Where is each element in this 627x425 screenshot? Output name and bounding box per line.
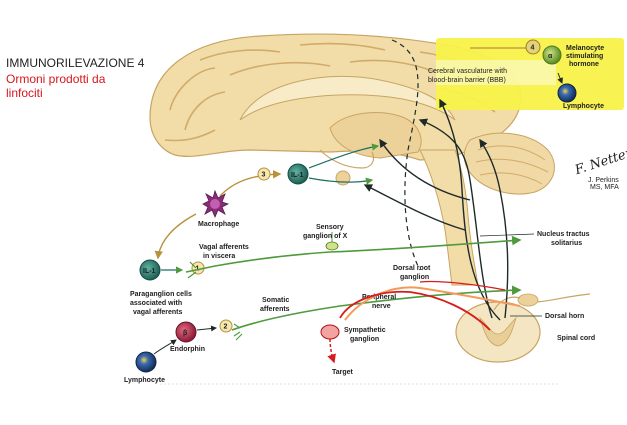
il1-to-brain-arrow-2 (308, 177, 374, 185)
somatic-endings (233, 323, 243, 341)
lymphocyte-to-endorphin-arrow (153, 339, 177, 355)
nucleus-label-1: Nucleus tractus (537, 231, 590, 238)
melanocyte-label-1: Melanocyte (566, 45, 604, 52)
highlight-lighter-band (436, 60, 556, 85)
vagal-label-1: Vagal afferents (199, 244, 249, 251)
cerebral-label-1: Cerebral vasculature with (428, 68, 507, 75)
endorphin-label: Endorphin (170, 346, 205, 353)
target-arrow (327, 338, 336, 364)
macrophage-to-il1-arrow (219, 170, 282, 197)
endorphin-arrow (196, 325, 217, 332)
somatic-label-2: afferents (260, 306, 290, 313)
macrophage-label: Macrophage (198, 221, 239, 228)
cerebrum (149, 33, 522, 161)
slide-subtitle: Ormoni prodotti da linfociti (6, 72, 106, 100)
macrophage-down-arrow (154, 213, 197, 260)
somatic-label-1: Somatic (262, 297, 289, 304)
sympathetic-ganglion-icon (320, 324, 340, 340)
paraganglion-label-3: vagal afferents (133, 309, 183, 316)
nucleus-label-2: solitarius (551, 240, 582, 247)
il1-periphery-text: IL-1 (143, 268, 156, 275)
somatic-pathway-group: β Endorphin 2 Somatic afferents Peripher… (170, 265, 595, 353)
cerebellum (463, 132, 555, 195)
sensory-ganglion (325, 241, 339, 251)
red-path (339, 290, 491, 331)
step-2-label: 2 (224, 324, 228, 331)
dorsal-root-ganglion (517, 293, 539, 307)
step-3-label: 3 (262, 172, 266, 179)
step-4-marker (525, 39, 541, 55)
brain-gyri (164, 42, 496, 142)
pituitary (335, 170, 351, 186)
corpus-callosum (239, 75, 456, 121)
grey-matter (479, 316, 517, 347)
lymphocyte-top-label: Lymphocyte (563, 103, 604, 110)
lymphocyte-bottom-group: Lymphocyte (124, 339, 177, 384)
sympathetic-label-1: Sympathetic (344, 327, 386, 334)
lymphocyte-bottom-label: Lymphocyte (124, 377, 165, 384)
dorsal-horn-label: Dorsal horn (545, 313, 584, 320)
vagal-pathway-group: IL-1 1 Vagal afferents in viscera Sensor… (130, 224, 590, 316)
vagal-afferent-path (185, 235, 522, 273)
artist-signature: F. Netter J. Perkins MS, MFA (572, 145, 627, 191)
step-3-marker (257, 167, 271, 181)
spinal-cord-illustration (455, 293, 591, 363)
slide-title: IMMUNORILEVAZIONE 4 (6, 56, 145, 70)
il1-brain-text: IL-1 (291, 172, 304, 179)
sensory-label-2: ganglion of X (303, 233, 348, 240)
brain-illustration (149, 33, 555, 286)
sympathetic-paths: Sympathetic ganglion Target (320, 280, 521, 376)
sympathetic-label-2: ganglion (350, 336, 379, 343)
step-4-label: 4 (531, 45, 535, 52)
peripheral-label-2: nerve (372, 303, 391, 310)
lymphocyte-top-icon (557, 83, 577, 103)
endorphin-cell-icon (175, 321, 197, 343)
il1-to-brain-arrow-1 (308, 143, 380, 169)
orange-path (344, 286, 521, 321)
sensory-label-1: Sensory (316, 224, 344, 231)
signature-text: F. Netter (572, 145, 627, 178)
paraganglion-label-1: Paraganglion cells (130, 291, 192, 298)
bbb-dashed-line (391, 39, 421, 271)
melanocyte-label-2: stimulating (566, 53, 603, 60)
vagal-endings (187, 261, 197, 279)
credit-1: J. Perkins (588, 177, 619, 184)
msh-down-arrow (557, 72, 563, 84)
paraganglion-label-2: associated with (130, 300, 182, 307)
melanocyte-label-3: hormone (569, 61, 599, 68)
step-2-marker (219, 319, 233, 333)
red-dorsal-path (419, 280, 506, 291)
macrophage-group: Macrophage (154, 189, 239, 260)
dorsal-root-label-1: Dorsal root (393, 265, 431, 272)
somatic-afferent-path (231, 285, 522, 331)
ascending-pathways (363, 98, 509, 321)
il1-cell-brain-icon (287, 163, 309, 185)
diencephalon (329, 112, 422, 159)
spinal-cord-section (455, 301, 541, 363)
macrophage-icon (202, 189, 230, 219)
alpha-msh-cell-icon (542, 45, 562, 65)
beta-symbol: β (183, 330, 188, 337)
lymphocyte-bottom-icon (135, 351, 157, 373)
peripheral-label-1: Peripheral (362, 294, 396, 301)
alpha-symbol: α (548, 53, 553, 60)
cerebral-label-2: blood-brain barrier (BBB) (428, 77, 506, 84)
il1-cell-periphery-icon (139, 259, 161, 281)
credit-2: MS, MFA (590, 184, 619, 191)
nucleus-leader (479, 233, 535, 237)
vagal-label-2: in viscera (203, 253, 235, 260)
msh-highlight-group: 4 α Melanocyte stimulating hormone Lymph… (428, 38, 624, 110)
spinal-cord-label: Spinal cord (557, 335, 595, 342)
target-label: Target (332, 369, 354, 376)
il1-brain-group: 3 IL-1 (219, 143, 380, 197)
dorsal-root-label-2: ganglion (400, 274, 429, 281)
